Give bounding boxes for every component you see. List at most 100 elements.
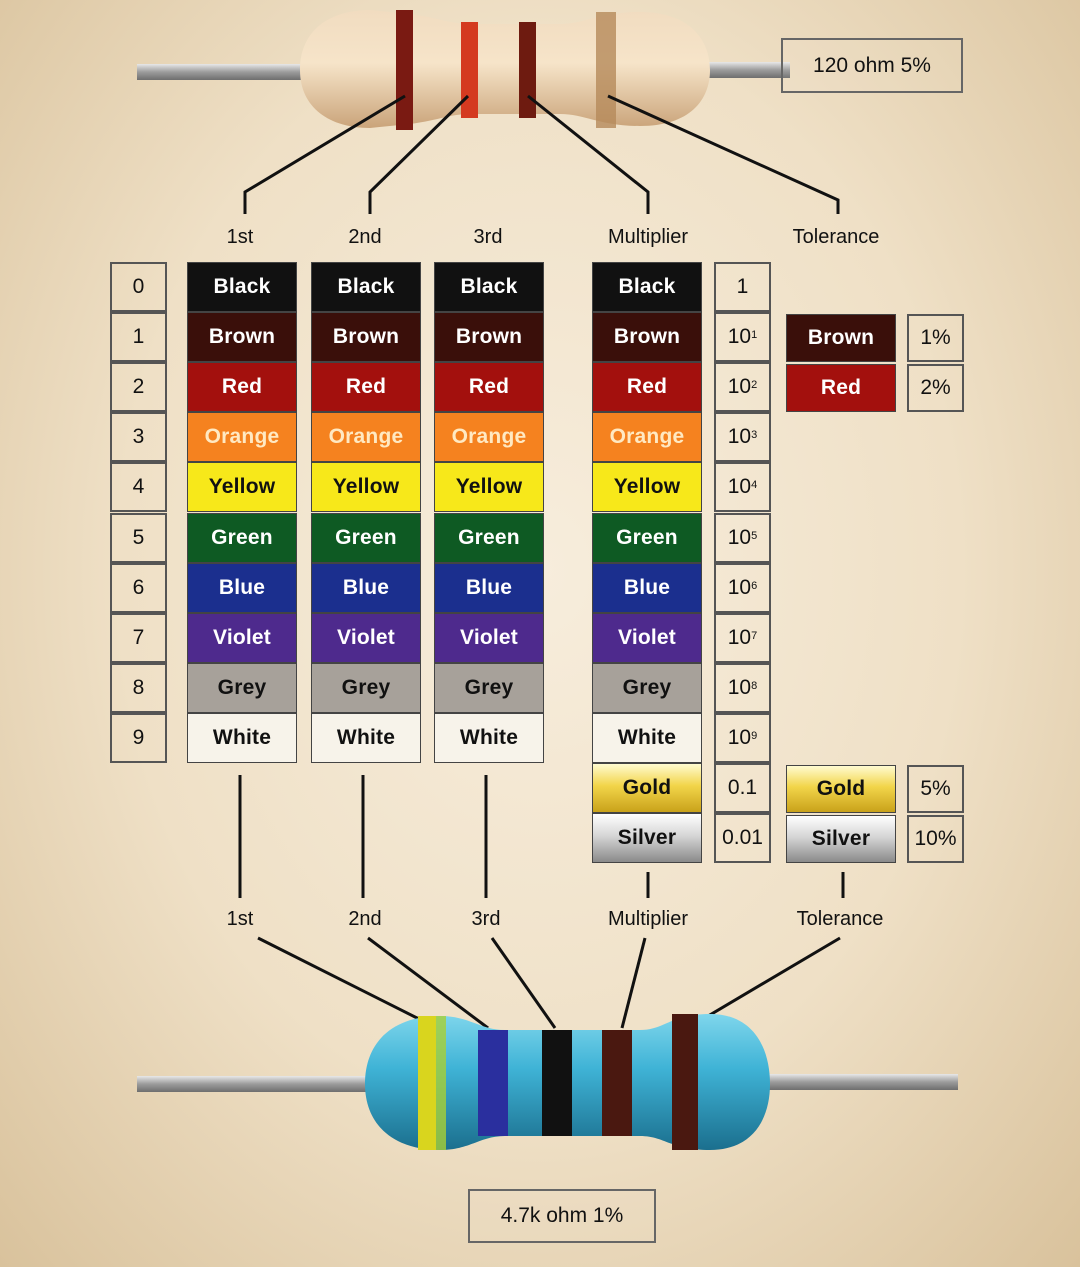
- header-bottom-1st: 1st: [226, 908, 254, 930]
- digit-cell-7: 7: [110, 612, 167, 663]
- bottom-resistor: [137, 1014, 958, 1150]
- multiplier-base: 10: [727, 725, 752, 749]
- header-bottom-multiplier: Multiplier: [607, 908, 689, 930]
- tolerance-value-silver: 10%: [907, 815, 964, 864]
- multiplier-value-gold: 0.1: [714, 763, 771, 814]
- digit-cell-1: 1: [110, 312, 167, 363]
- tolerance-value-brown: 1%: [907, 314, 964, 363]
- band-3rd-orange: Orange: [434, 412, 544, 463]
- band-multiplier-silver: Silver: [592, 813, 702, 864]
- band-1st-blue: Blue: [187, 562, 297, 613]
- band-1st-black: Black: [187, 262, 297, 313]
- band-3rd-red: Red: [434, 362, 544, 413]
- band-multiplier-grey: Grey: [592, 662, 702, 713]
- multiplier-exponent: 4: [751, 479, 758, 492]
- top-resistor-body: [300, 10, 710, 128]
- multiplier-base: 10: [727, 625, 752, 649]
- multiplier-base: 10: [727, 575, 752, 599]
- top-band-brown: [396, 10, 413, 130]
- header-top-2nd: 2nd: [348, 226, 382, 248]
- bottom-band-violet: [478, 1030, 508, 1136]
- multiplier-exponent: 8: [751, 679, 758, 692]
- band-multiplier-white: White: [592, 712, 702, 763]
- header-top-1st: 1st: [226, 226, 254, 248]
- bottom-resistor-lead-left: [137, 1076, 397, 1092]
- tolerance-value-gold: 5%: [907, 765, 964, 814]
- bottom-band-yellow-edge: [436, 1016, 446, 1150]
- digit-cell-6: 6: [110, 562, 167, 613]
- top-resistor-lead-left: [137, 64, 337, 80]
- multiplier-exponent: 2: [751, 379, 758, 392]
- band-3rd-green: Green: [434, 512, 544, 563]
- multiplier-exponent: 1: [751, 329, 758, 342]
- band-1st-grey: Grey: [187, 662, 297, 713]
- multiplier-exponent: 3: [751, 429, 758, 442]
- band-2nd-orange: Orange: [311, 412, 421, 463]
- band-3rd-white: White: [434, 712, 544, 763]
- band-2nd-white: White: [311, 712, 421, 763]
- bottom-band-brown-2: [672, 1014, 698, 1150]
- band-tolerance-brown: Brown: [786, 314, 896, 363]
- top-band-red: [461, 22, 478, 118]
- band-3rd-yellow: Yellow: [434, 462, 544, 513]
- band-2nd-grey: Grey: [311, 662, 421, 713]
- band-1st-orange: Orange: [187, 412, 297, 463]
- header-bottom-tolerance: Tolerance: [796, 908, 884, 930]
- bottom-band-yellow: [418, 1016, 436, 1150]
- multiplier-exponent: 7: [751, 629, 758, 642]
- top-band-brown-2: [519, 22, 536, 118]
- multiplier-base: 10: [727, 475, 752, 499]
- multiplier-base: 10: [727, 325, 752, 349]
- digit-cell-2: 2: [110, 362, 167, 413]
- header-top-3rd: 3rd: [473, 226, 503, 248]
- band-3rd-brown: Brown: [434, 312, 544, 363]
- tolerance-value-red: 2%: [907, 364, 964, 413]
- multiplier-base: 10: [727, 525, 752, 549]
- band-1st-white: White: [187, 712, 297, 763]
- band-2nd-red: Red: [311, 362, 421, 413]
- bottom-band-brown: [602, 1030, 632, 1136]
- multiplier-value-0: 1: [714, 262, 771, 313]
- top-resistor: [137, 10, 790, 130]
- multiplier-base: 10: [727, 425, 752, 449]
- multiplier-exponent: 5: [751, 529, 758, 542]
- digit-cell-0: 0: [110, 262, 167, 313]
- multiplier-value-silver: 0.01: [714, 813, 771, 864]
- bottom-connector-lines: [257, 936, 841, 1030]
- band-3rd-blue: Blue: [434, 562, 544, 613]
- band-multiplier-brown: Brown: [592, 312, 702, 363]
- band-multiplier-red: Red: [592, 362, 702, 413]
- digit-cell-8: 8: [110, 662, 167, 713]
- band-tolerance-gold: Gold: [786, 765, 896, 814]
- digit-cell-5: 5: [110, 512, 167, 563]
- band-1st-green: Green: [187, 512, 297, 563]
- multiplier-base: 10: [727, 675, 752, 699]
- header-bottom-3rd: 3rd: [471, 908, 501, 930]
- bottom-column-lines: [238, 775, 845, 898]
- band-multiplier-gold: Gold: [592, 763, 702, 814]
- multiplier-base: 10: [727, 375, 752, 399]
- band-2nd-brown: Brown: [311, 312, 421, 363]
- band-multiplier-orange: Orange: [592, 412, 702, 463]
- multiplier-base: 1: [736, 275, 749, 299]
- bottom-resistor-lead-right: [740, 1074, 958, 1090]
- multiplier-exponent: 6: [751, 579, 758, 592]
- band-2nd-violet: Violet: [311, 612, 421, 663]
- band-1st-brown: Brown: [187, 312, 297, 363]
- band-1st-yellow: Yellow: [187, 462, 297, 513]
- band-multiplier-yellow: Yellow: [592, 462, 702, 513]
- multiplier-exponent: 9: [751, 729, 758, 742]
- digit-cell-4: 4: [110, 462, 167, 513]
- bottom-band-black: [542, 1030, 572, 1136]
- top-band-gold: [596, 12, 616, 128]
